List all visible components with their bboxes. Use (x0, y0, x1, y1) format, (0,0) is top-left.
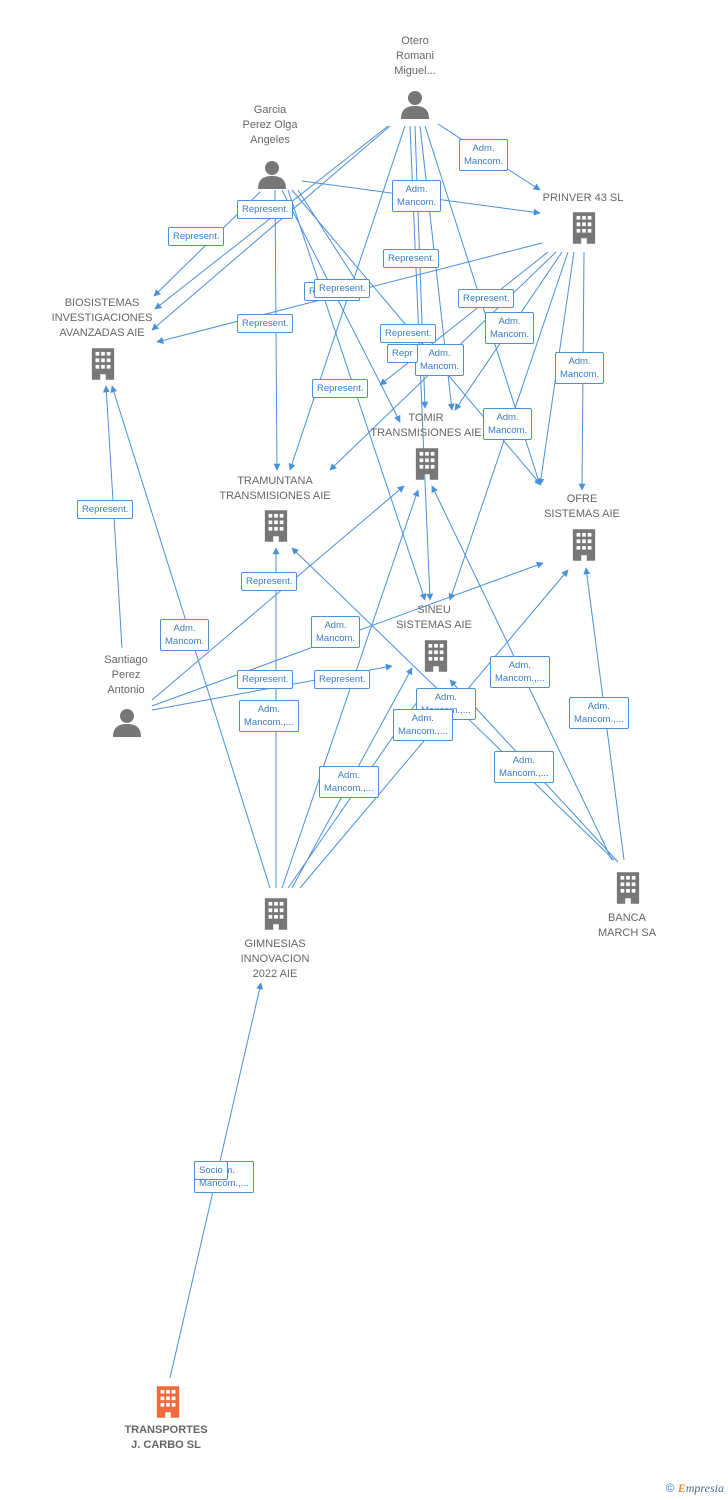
edge-label[interactable]: Represent. (237, 200, 294, 219)
building-icon-tramuntana[interactable] (264, 510, 288, 542)
person-icon-garcia[interactable] (258, 161, 286, 189)
edge-label[interactable]: Adm. Mancom. (311, 616, 361, 648)
copyright-symbol: © (665, 1481, 675, 1495)
node-label-prinver[interactable]: PRINVER 43 SL (542, 192, 624, 204)
person-icon-santiago[interactable] (113, 709, 141, 737)
edge-label[interactable]: Repr (387, 344, 418, 363)
edge-label[interactable]: Represent. (312, 379, 369, 398)
edge-label[interactable]: Adm. Mancom.,... (319, 766, 379, 798)
building-icon-ofre[interactable] (572, 529, 596, 561)
edge-label[interactable]: Adm. Mancom.,... (239, 700, 299, 732)
edge-label[interactable]: Represent. (383, 249, 440, 268)
node-label-tomir[interactable]: TOMIR TRANSMISIONES AIE (370, 412, 482, 439)
edge-label[interactable]: Represent. (168, 227, 225, 246)
edge-line (151, 125, 391, 331)
edge-label[interactable]: Adm. Mancom. (392, 180, 442, 212)
node-label-ofre[interactable]: OFRE SISTEMAS AIE (544, 493, 620, 520)
edge-label[interactable]: Adm. Mancom. (415, 344, 465, 376)
edge-label[interactable]: Represent. (237, 314, 294, 333)
building-icon-banca[interactable] (616, 872, 640, 904)
node-label-gimnesias[interactable]: GIMNESIAS INNOVACION 2022 AIE (240, 938, 310, 980)
node-label-santiago[interactable]: Santiago Perez Antonio (104, 654, 148, 696)
edge-label[interactable]: Adm. Mancom.,... (490, 656, 550, 688)
building-icon-gimnesias[interactable] (264, 898, 288, 930)
node-label-biosistemas[interactable]: BIOSISTEMAS INVESTIGACIONES AVANZADAS AI… (51, 297, 153, 339)
edge-label[interactable]: Represent. (458, 289, 515, 308)
node-label-sineu[interactable]: SINEU SISTEMAS AIE (396, 604, 472, 631)
edge-label[interactable]: Represent. (314, 670, 371, 689)
empresia-logo[interactable]: Empresia (677, 1481, 724, 1495)
edge-line (151, 485, 405, 701)
edge-label[interactable]: Represent. (380, 324, 437, 343)
node-label-tramuntana[interactable]: TRAMUNTANA TRANSMISIONES AIE (219, 475, 331, 502)
edge-label[interactable]: Adm. Mancom. (483, 408, 533, 440)
edge-label[interactable]: Adm. Mancom.,... (393, 709, 453, 741)
node-label-transportes[interactable]: TRANSPORTES J. CARBO SL (124, 1424, 208, 1451)
edge-label[interactable]: Adm. Mancom.,... (494, 751, 554, 783)
edge-label[interactable]: Adm. Mancom. (485, 312, 535, 344)
edge-label[interactable]: Adm. Mancom.,... (569, 697, 629, 729)
footer: © Empresia (666, 1481, 724, 1496)
edge-label[interactable]: Adm. Mancom. (459, 139, 509, 171)
edge-label[interactable]: Represent. (77, 500, 134, 519)
node-label-garcia[interactable]: Garcia Perez Olga Angeles (242, 104, 298, 146)
node-label-otero[interactable]: Otero Romani Miguel... (394, 35, 436, 77)
node-label-banca[interactable]: BANCA MARCH SA (597, 912, 657, 939)
edge-label[interactable]: Socio (194, 1161, 228, 1180)
building-icon-sineu[interactable] (424, 640, 448, 672)
edge-line (281, 489, 420, 889)
building-icon-prinver[interactable] (572, 212, 596, 244)
edge-label[interactable]: Represent. (314, 279, 371, 298)
edge-label[interactable]: Adm. Mancom. (555, 352, 605, 384)
building-icon-biosistemas[interactable] (91, 348, 115, 380)
edge-line (297, 189, 363, 291)
edge-label[interactable]: Represent. (241, 572, 298, 591)
edge-label[interactable]: Adm. Mancom. (160, 619, 210, 651)
building-icon-transportes[interactable] (156, 1386, 180, 1418)
person-icon-otero[interactable] (401, 91, 429, 119)
edge-label[interactable]: Represent. (237, 670, 294, 689)
building-icon-tomir[interactable] (415, 448, 439, 480)
